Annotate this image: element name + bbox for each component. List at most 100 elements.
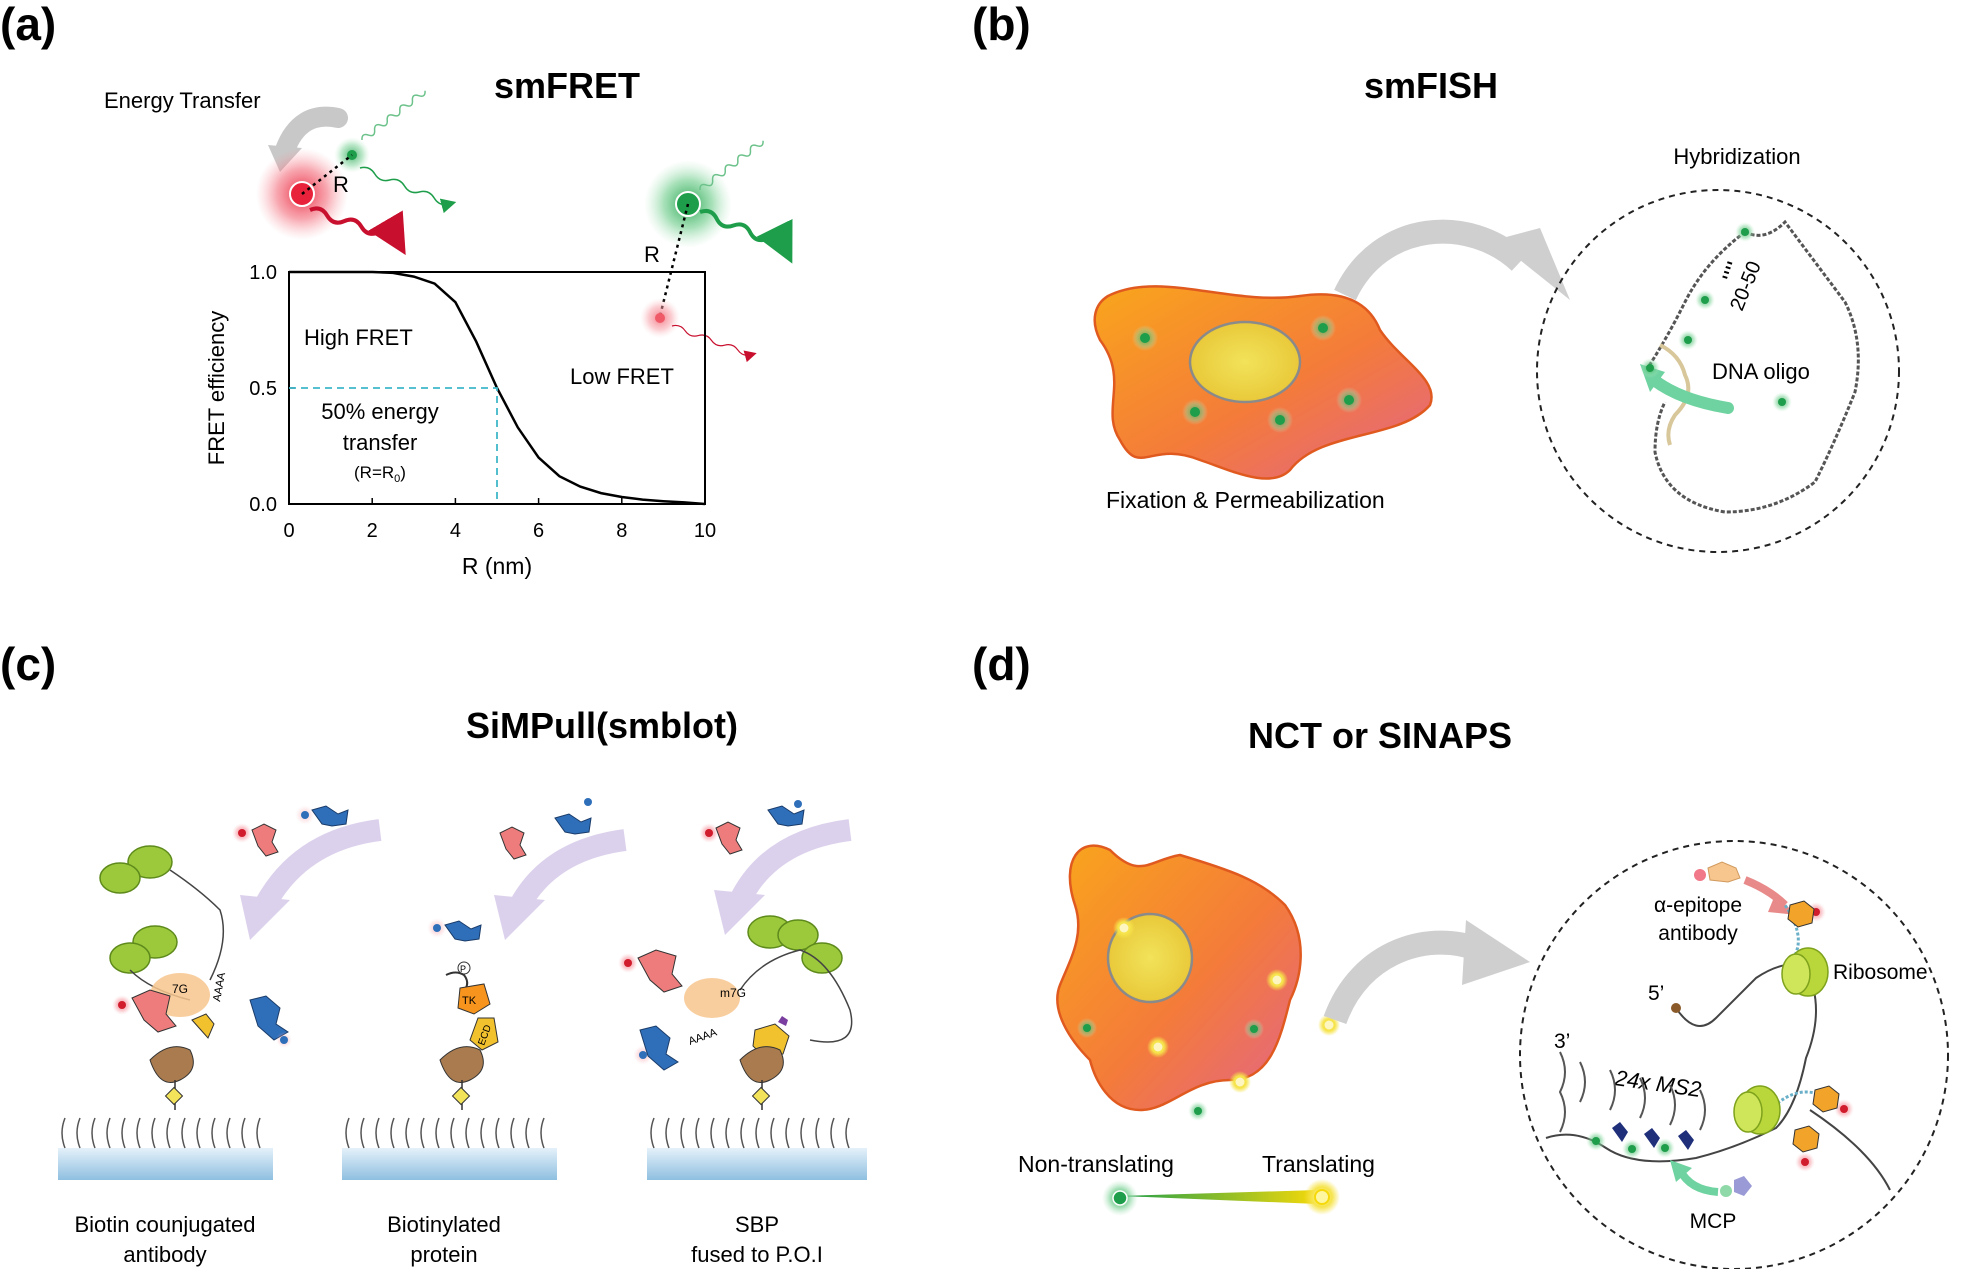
tag-7g: 7G — [172, 982, 188, 996]
zoom-circle-d — [1519, 840, 1949, 1269]
probe-spots-b — [1640, 222, 1792, 412]
construct-2: P TK ECD — [427, 918, 499, 1110]
free-antibody-dot — [1694, 869, 1706, 881]
x-tick-label: 4 — [450, 520, 461, 542]
half-label-line1: 50% energy — [321, 399, 438, 424]
nascent-peptide — [1783, 904, 1800, 956]
fixation-label: Fixation & Permeabilization — [1106, 487, 1385, 513]
panel-a-letter: (a) — [0, 0, 56, 50]
high-fret-label: High FRET — [304, 325, 413, 350]
free-antibody — [1707, 861, 1741, 883]
tag-aaaa-1: AAAA — [211, 971, 228, 1003]
low-fret-label: Low FRET — [570, 364, 674, 389]
bound-antibodies — [1787, 900, 1854, 1172]
three-prime-label: 3’ — [1554, 1030, 1570, 1053]
panel-b-letter: (b) — [972, 0, 1031, 50]
surface-2 — [342, 1117, 557, 1180]
x-tick-label: 6 — [533, 520, 544, 542]
lilac-arrowhead-3 — [714, 890, 765, 935]
spacing-label: 20-50 — [1726, 258, 1766, 314]
surface-1 — [58, 1117, 273, 1180]
panel-d: (d) NCT or SINAPS Non-translating Transl… — [972, 638, 1949, 1269]
tag-p: P — [460, 964, 466, 974]
emission-wave-red-high — [309, 206, 406, 256]
tag-aaaa-2: AAAA — [687, 1026, 719, 1048]
translation-scale-bar — [1120, 1190, 1318, 1204]
construct-3: m7G AAAA — [618, 915, 853, 1110]
half-label-line3: (R=R0) — [354, 463, 406, 485]
five-prime-dot — [1671, 1003, 1681, 1013]
mrna-strand-d — [1545, 963, 1891, 1191]
mrna-strand-b — [1643, 219, 1860, 514]
ribosome-label: Ribosome — [1833, 961, 1928, 984]
excitation-wave-low — [699, 140, 764, 191]
mcp-bound — [1586, 1122, 1694, 1159]
spacing-dots — [1721, 261, 1733, 281]
distance-line-low — [658, 203, 690, 317]
mcp-arrowhead — [1670, 1160, 1692, 1182]
lilac-arrow-2 — [510, 829, 627, 911]
x-tick-label: 2 — [367, 520, 378, 542]
ribosome-2 — [1733, 1085, 1781, 1135]
panel-d-letter: (d) — [972, 638, 1031, 690]
panel-c: (c) SiMPull(smblot) — [0, 638, 867, 1267]
surface-3 — [647, 1117, 867, 1180]
non-translating-label: Non-translating — [1018, 1151, 1174, 1177]
lilac-arrowhead-2 — [494, 895, 545, 940]
construct-1-label-line1: Biotin counjugated — [74, 1212, 255, 1237]
cell-to-zoom-arrow-d — [1323, 930, 1485, 1025]
emission-wave-red-low — [671, 324, 757, 363]
ylabel: FRET efficiency — [204, 311, 229, 465]
construct-2-label-line2: protein — [410, 1242, 477, 1267]
panel-d-title: NCT or SINAPS — [1248, 715, 1512, 756]
acceptor-red-dot-low — [655, 313, 665, 323]
construct-2-label-line1: Biotinylated — [387, 1212, 501, 1237]
construct-3-label-line1: SBP — [735, 1212, 779, 1237]
free-antibodies — [232, 798, 805, 860]
excitation-wave-high — [361, 90, 426, 141]
ms2-hairpins — [1558, 1051, 1706, 1133]
cell-d-spots — [1077, 917, 1340, 1121]
panel-c-title: SiMPull(smblot) — [466, 705, 738, 746]
hybridization-label: Hybridization — [1673, 144, 1800, 169]
ms2-label: 24x MS2 — [1612, 1065, 1702, 1102]
free-mcp — [1720, 1185, 1732, 1197]
ribosome-1 — [1781, 947, 1829, 997]
r-label-high: R — [333, 172, 349, 197]
panel-c-letter: (c) — [0, 638, 56, 690]
tag-m7g: m7G — [720, 986, 746, 1000]
lilac-arrow-1 — [255, 819, 382, 911]
cell-to-zoom-arrow-b — [1334, 219, 1529, 301]
construct-1-label-line2: antibody — [123, 1242, 206, 1267]
energy-transfer-arrow — [275, 106, 348, 160]
construct-3-label-line2: fused to P.O.I — [691, 1242, 823, 1267]
energy-transfer-label: Energy Transfer — [104, 88, 261, 113]
cell-to-zoom-arrowhead-b — [1495, 228, 1570, 300]
nucleus-b — [1188, 320, 1302, 404]
epitope-label-line1: α-epitope — [1654, 894, 1742, 917]
epitope-label-line2: antibody — [1658, 922, 1738, 945]
r-label-low: R — [644, 242, 660, 267]
five-prime-label: 5’ — [1648, 982, 1664, 1005]
non-translating-spot-core — [1112, 1190, 1128, 1206]
panel-a-title: smFRET — [494, 65, 640, 106]
y-tick-label: 0.0 — [249, 494, 277, 516]
translating-label: Translating — [1262, 1151, 1375, 1177]
panel-b: (b) smFISH Fixation & Permeabilization H… — [972, 0, 1900, 553]
dna-oligo-arrow — [1648, 374, 1734, 414]
emission-wave-green-low — [699, 208, 793, 264]
construct-1: 7G AAAA — [99, 845, 292, 1110]
cell-to-zoom-arrowhead-d — [1462, 920, 1530, 985]
emission-wave-green-high — [359, 166, 457, 214]
x-tick-label: 10 — [694, 520, 716, 542]
free-mcp-body — [1734, 1176, 1752, 1196]
mcp-label: MCP — [1690, 1210, 1737, 1233]
y-tick-label: 1.0 — [249, 262, 277, 284]
lilac-arrowhead-1 — [240, 895, 290, 940]
lilac-arrow-3 — [730, 819, 852, 906]
y-tick-label: 0.5 — [249, 378, 277, 400]
fret-curve — [289, 270, 706, 506]
